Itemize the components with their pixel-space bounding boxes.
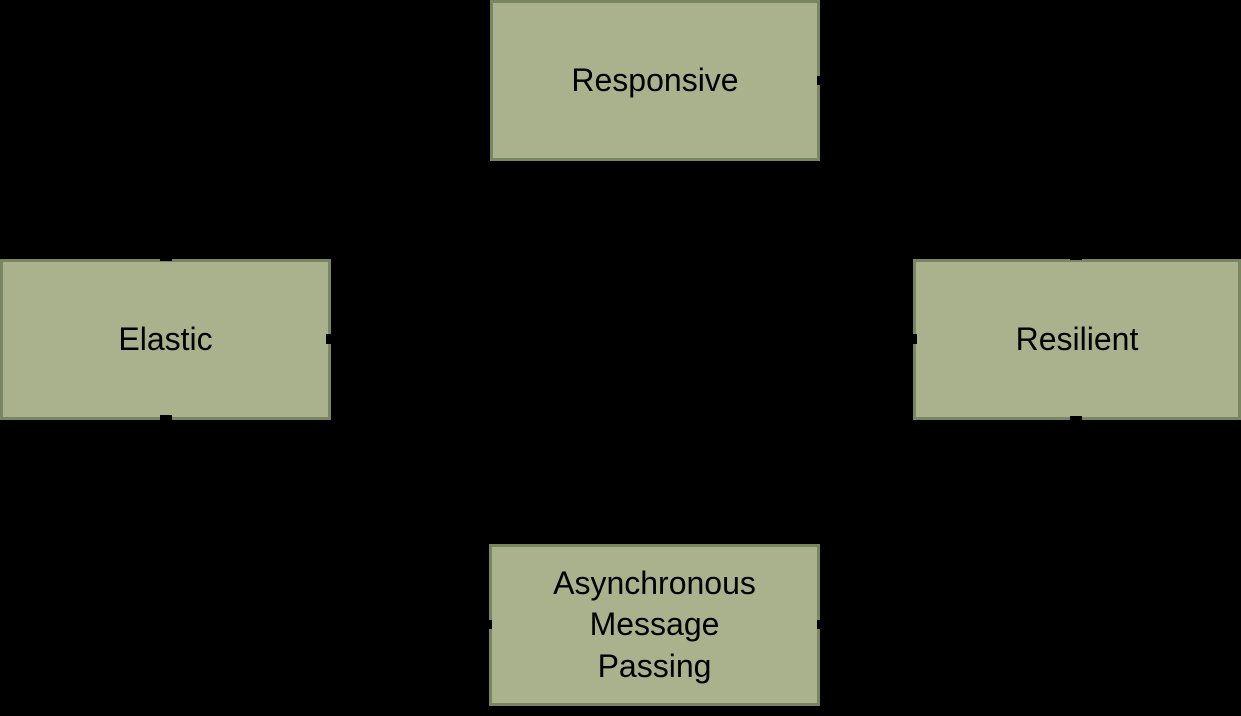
- node-responsive-label: Responsive: [571, 61, 739, 98]
- node-responsive: Responsive: [490, 0, 820, 161]
- connector-resilient-async: [822, 418, 1077, 626]
- node-elastic: Elastic: [0, 259, 331, 420]
- arrowhead-tick-responsive-left: [482, 76, 489, 85]
- node-resilient-label: Resilient: [1015, 320, 1139, 357]
- connector-elastic-responsive: [165, 80, 488, 259]
- node-async: Asynchronous Message Passing: [489, 544, 820, 706]
- node-elastic-label: Elastic: [118, 320, 213, 357]
- node-async-label: Asynchronous Message Passing: [553, 564, 756, 684]
- node-resilient: Resilient: [913, 259, 1241, 420]
- connector-responsive-resilient: [822, 80, 1077, 259]
- connector-elastic-async: [165, 418, 488, 626]
